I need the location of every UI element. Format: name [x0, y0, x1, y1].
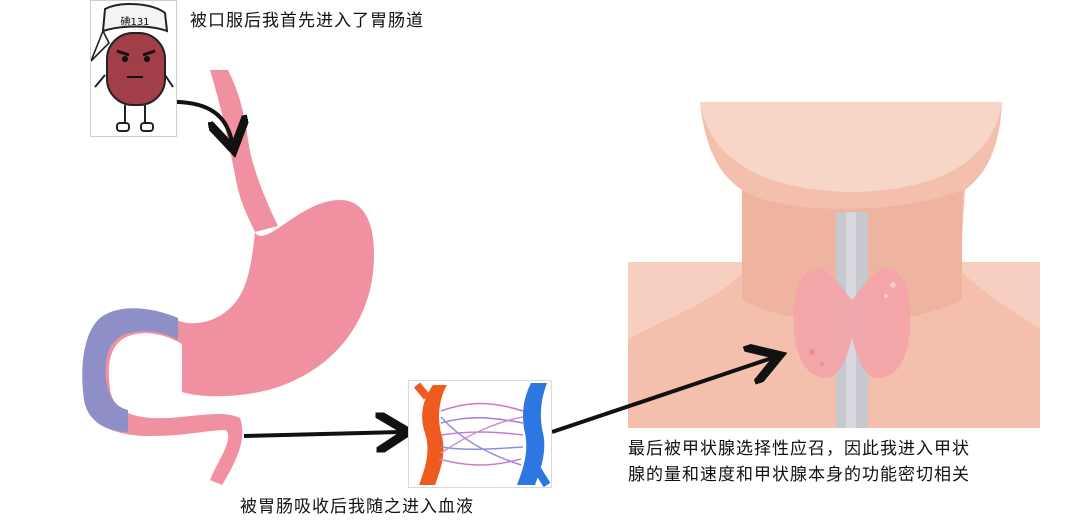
- caption-thyroid-line-2: 腺的量和速度和甲状腺本身的功能密切相关: [628, 465, 970, 485]
- blood-vessel-illustration: [413, 382, 551, 487]
- vein: [517, 383, 547, 485]
- thyroid-gland: [793, 268, 911, 378]
- neck-illustration: [628, 102, 1040, 428]
- caption-oral-intake: 被口服后我首先进入了胃肠道: [190, 11, 424, 31]
- capillary-network: [438, 402, 524, 466]
- mascot-card: 碘131: [90, 0, 177, 137]
- esophagus: [210, 70, 278, 232]
- blood-vessel-card: [408, 380, 552, 488]
- mascot-cap-label: 碘131: [120, 15, 149, 28]
- caption-thyroid-line-1: 最后被甲状腺选择性应召，因此我进入甲状: [628, 439, 970, 459]
- chin: [700, 102, 1002, 192]
- caption-thyroid-uptake: 最后被甲状腺选择性应召，因此我进入甲状 腺的量和速度和甲状腺本身的功能密切相关: [628, 436, 970, 488]
- intestine-wall: [82, 308, 178, 432]
- stomach: [182, 200, 375, 397]
- caption-absorption-blood: 被胃肠吸收后我随之进入血液: [240, 497, 474, 517]
- mascot-iodine-pill: 碘131: [91, 3, 174, 132]
- arrow-intestine-to-blood: [243, 432, 400, 436]
- arrow-blood-to-thyroid: [551, 358, 772, 434]
